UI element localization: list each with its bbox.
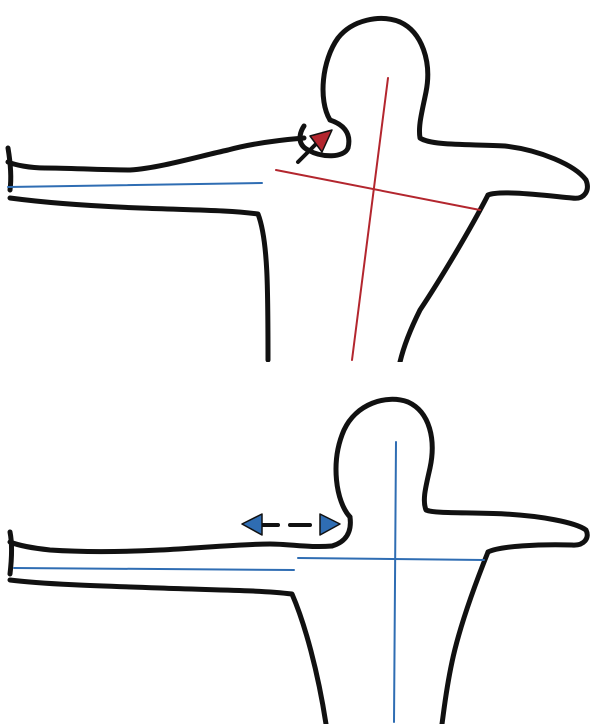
shoulder-guide-line: [298, 558, 484, 560]
bottom-figure-drawing: [0, 362, 594, 724]
bottom-panel: [0, 362, 594, 724]
arm-top-outline: [10, 542, 332, 552]
arm-guide-line: [8, 183, 262, 187]
head-outline: [336, 399, 587, 552]
top-panel: [0, 0, 594, 362]
spine-guide-line: [352, 78, 388, 360]
arm-guide-line: [14, 568, 294, 570]
shoulder-guide-line: [276, 170, 480, 210]
head-outline: [323, 19, 587, 199]
arm-end-outline: [10, 532, 12, 574]
top-figure-drawing: [0, 0, 594, 362]
arm-bottom-outline: [10, 580, 326, 724]
torso-right-outline: [400, 195, 488, 362]
double-arrow-icon: [242, 514, 340, 535]
spine-guide-line: [394, 442, 396, 722]
arm-end-outline: [8, 148, 11, 190]
torso-right-outline: [442, 552, 488, 724]
arm-bottom-outline: [10, 198, 268, 360]
arm-top-outline: [8, 138, 304, 170]
